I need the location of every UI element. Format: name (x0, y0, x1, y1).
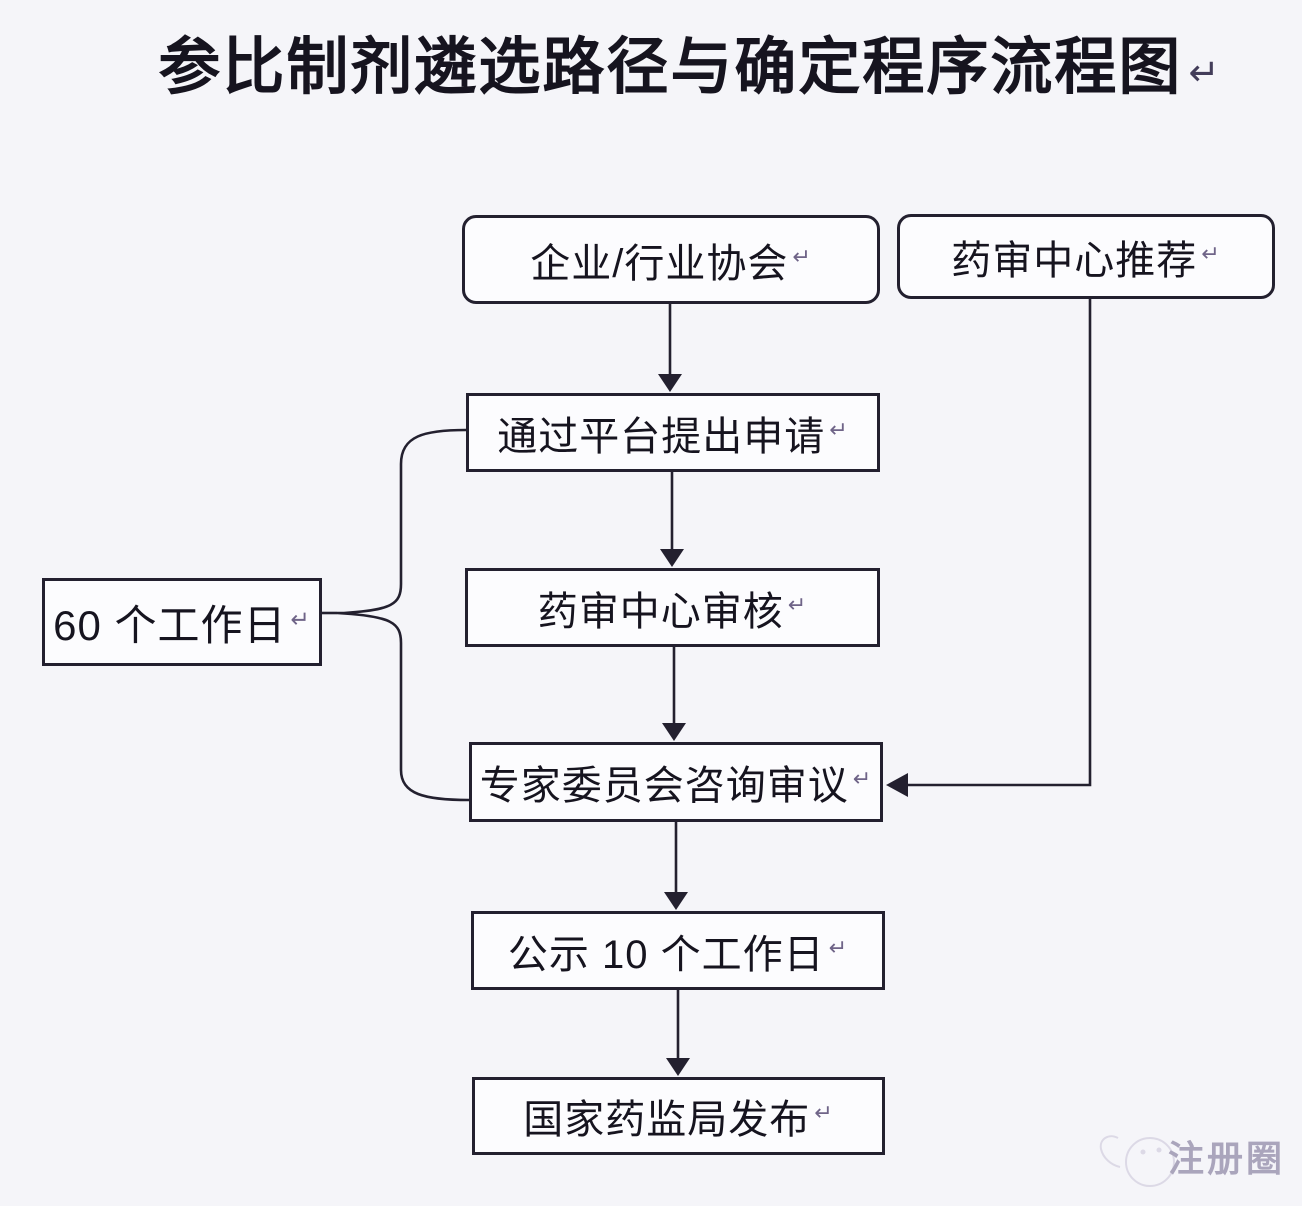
watermark-logo (1099, 1135, 1175, 1187)
source-box-enterprise-label: 企业/行业协会 (530, 241, 789, 286)
watermark: 注册圈 (1168, 1130, 1285, 1182)
arrow-public-notice-to-nmpa-release (666, 990, 690, 1076)
step-box-public-notice-10-days-label: 公示 10 个工作日 (507, 932, 825, 977)
line-break-icon: ↵ (787, 591, 808, 617)
arrow-cde-recommendation-to-expert-committee (886, 299, 1092, 797)
line-break-icon: ↵ (828, 934, 849, 960)
line-break-icon: ↵ (814, 1100, 834, 1125)
page-title: 参比制剂遴选路径与确定程序流程图↵ (90, 16, 1290, 106)
source-box-cde-recommendation-label: 药审中心推荐 (951, 238, 1198, 283)
line-break-icon: ↵ (829, 416, 849, 442)
arrow-apply-to-cde-review (660, 472, 684, 567)
line-break-icon: ↵ (852, 766, 873, 791)
page-title-text: 参比制剂遴选路径与确定程序流程图 (158, 33, 1183, 102)
line-break-icon: ↵ (792, 243, 812, 269)
line-break-icon: ↵ (1188, 51, 1222, 93)
step-box-cde-review: 药审中心审核↵ (465, 568, 880, 647)
annotation-box-60-working-days-label: 60 个工作日 (53, 601, 287, 649)
step-box-nmpa-release: 国家药监局发布↵ (472, 1077, 885, 1155)
arrow-expert-committee-to-public-notice (664, 822, 688, 910)
watermark-text: 注册圈 (1168, 1138, 1286, 1179)
step-box-cde-review-label: 药审中心审核 (537, 589, 784, 634)
step-box-nmpa-release-label: 国家药监局发布 (523, 1098, 811, 1142)
step-box-expert-committee-review-label: 专家委员会咨询审议 (479, 764, 849, 808)
step-box-apply-via-platform: 通过平台提出申请↵ (466, 393, 880, 472)
source-box-enterprise-industry-association: 企业/行业协会↵ (462, 215, 880, 304)
line-break-icon: ↵ (290, 605, 311, 632)
source-box-cde-recommendation: 药审中心推荐↵ (897, 214, 1275, 299)
brace-60-working-days (322, 428, 470, 802)
line-break-icon: ↵ (1201, 240, 1221, 266)
step-box-expert-committee-review: 专家委员会咨询审议↵ (469, 742, 883, 822)
annotation-box-60-working-days: 60 个工作日↵ (42, 578, 322, 666)
step-box-apply-via-platform-label: 通过平台提出申请 (497, 414, 826, 459)
arrow-enterprise-to-apply (658, 304, 682, 392)
arrow-cde-review-to-expert-committee (662, 647, 686, 741)
step-box-public-notice-10-days: 公示 10 个工作日↵ (471, 911, 885, 990)
